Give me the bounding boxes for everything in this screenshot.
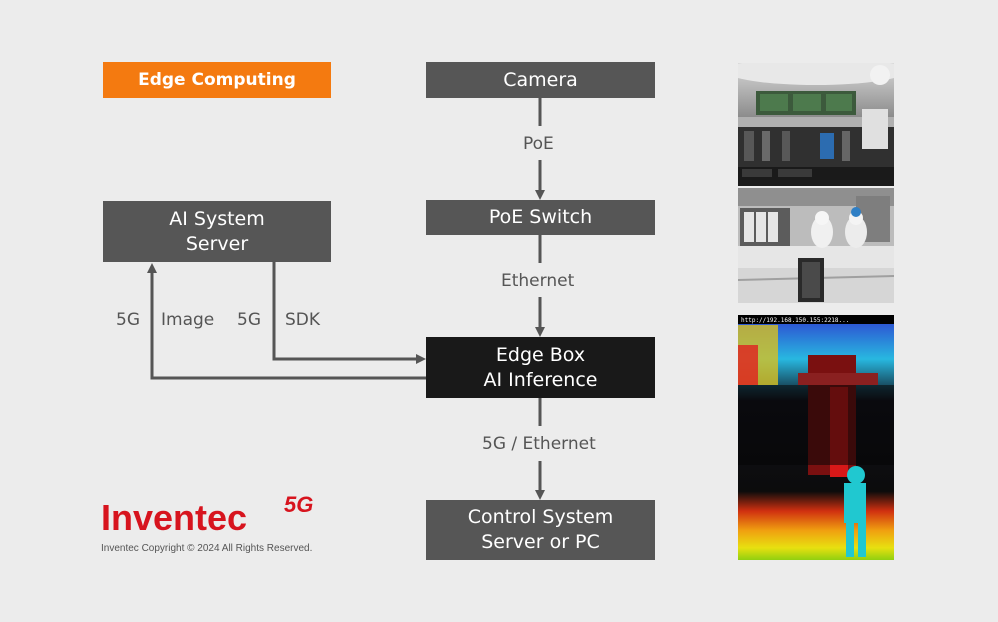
poe-switch-node: PoE Switch	[426, 200, 655, 235]
ai-server-subtitle: Server	[185, 232, 249, 255]
sdk-label: SDK	[285, 310, 321, 330]
copyright-text: Inventec Copyright © 2024 All Rights Res…	[101, 543, 313, 554]
image-label: Image	[161, 310, 215, 330]
camera-view-workers	[738, 188, 894, 303]
logo-wordmark: Inventec	[101, 497, 247, 538]
workers-photo	[738, 188, 894, 303]
5g-sdk-link-label: 5G	[237, 310, 261, 330]
inventec-5g-logo: Inventec 5G	[100, 492, 340, 543]
ai-server-title: AI System	[169, 207, 265, 230]
control-system-title: Control System	[467, 506, 614, 528]
edge-box-subtitle: AI Inference	[483, 368, 598, 391]
pcb-line-photo	[738, 63, 894, 186]
ai-system-server-node: AI System Server	[103, 201, 331, 262]
depth-overlay-url: http://192.168.150.155:2218...	[741, 317, 849, 324]
control-system-node: Control System Server or PC	[426, 500, 655, 560]
ethernet-label: Ethernet	[501, 271, 575, 291]
camera-view-pcb-line	[738, 63, 894, 186]
5g-image-link-label: 5G	[116, 310, 140, 330]
5g-ethernet-label: 5G / Ethernet	[482, 434, 596, 454]
logo-5g-superscript: 5G	[284, 492, 313, 517]
inventec-logo-graphic: Inventec 5G	[101, 492, 313, 538]
edge-box-node: Edge Box AI Inference	[426, 337, 655, 398]
depth-map-image: http://192.168.150.155:2218...	[738, 315, 894, 560]
arrow-sdk	[272, 262, 426, 364]
edge-computing-badge: Edge Computing	[103, 62, 331, 98]
poe-label: PoE	[523, 134, 554, 154]
depth-camera-view: http://192.168.150.155:2218...	[738, 315, 894, 560]
arrow-image	[147, 263, 426, 380]
control-system-subtitle: Server or PC	[481, 531, 600, 553]
camera-node: Camera	[426, 62, 655, 98]
edge-box-title: Edge Box	[495, 343, 586, 366]
